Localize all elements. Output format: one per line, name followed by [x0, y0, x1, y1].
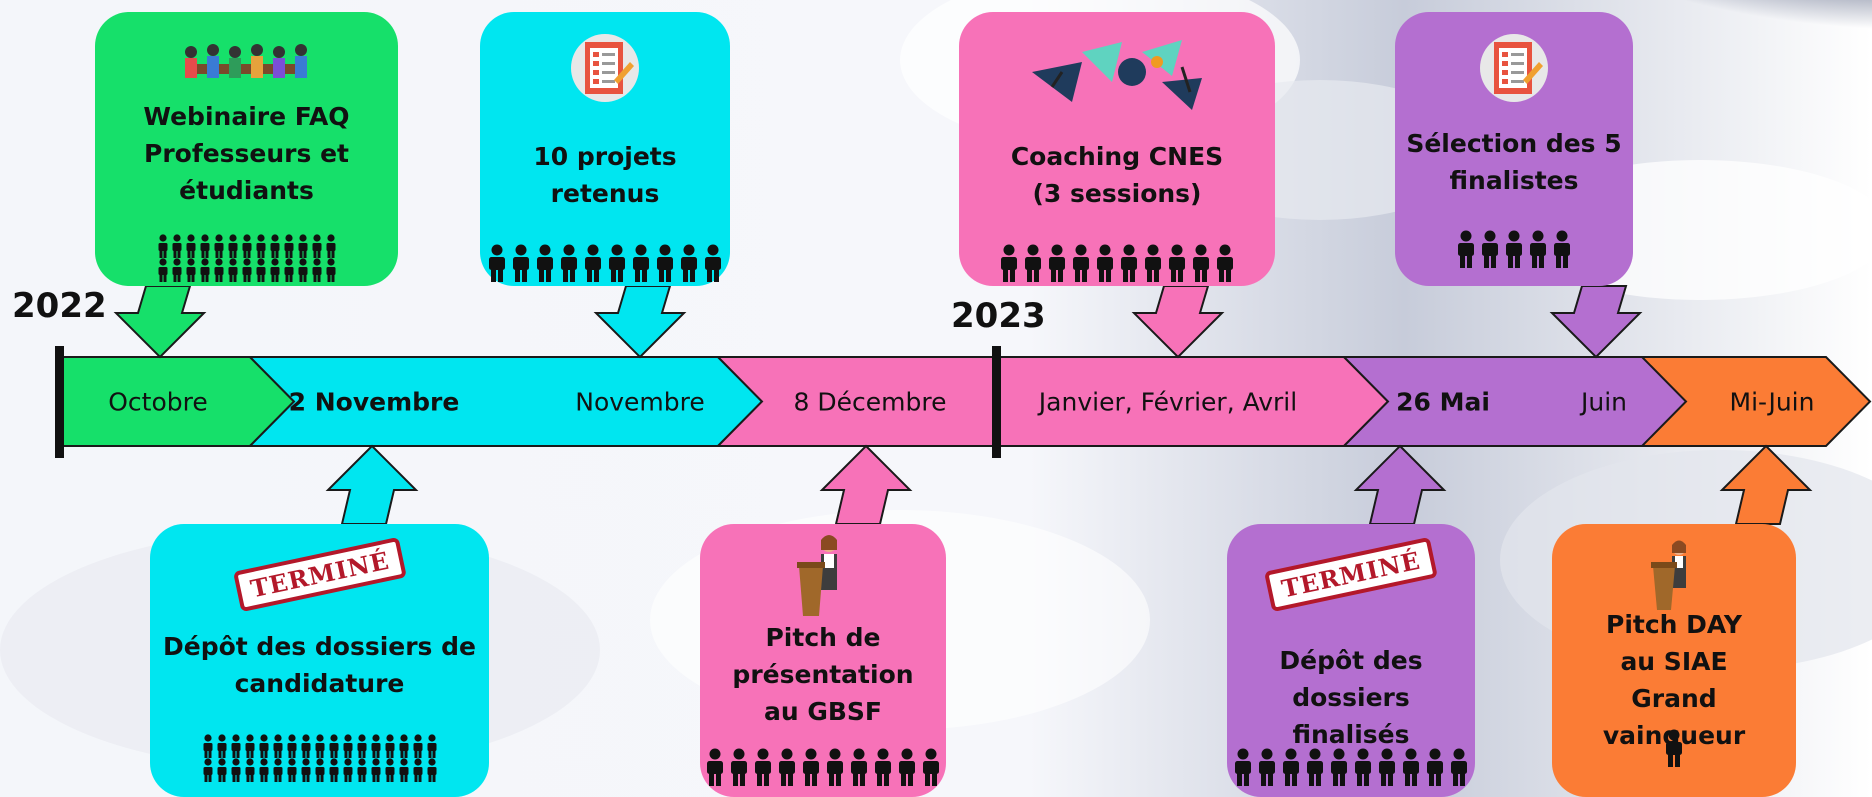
card-line: Coaching CNES [1010, 142, 1224, 171]
card-line: Dépôt des dossiers de [163, 632, 476, 661]
card-line: étudiants [179, 176, 314, 205]
timeline-month-label: 8 Décembre [793, 387, 947, 416]
timeline-month-label: Mi-Juin [1729, 387, 1815, 416]
card-line: retenus [550, 179, 660, 208]
year-tick [992, 346, 1001, 458]
card-line: candidature [234, 669, 405, 698]
person-icon [203, 758, 436, 782]
checklist-icon [1480, 34, 1548, 102]
up-arrow-icon [325, 444, 419, 525]
up-arrow-icon [1353, 444, 1447, 525]
person-icon [1458, 230, 1570, 268]
bottom-card-depot-finalises: TERMINÉ Dépôt des dossiers finalisés [1227, 524, 1475, 797]
timeline-month-label: 2 Novembre [288, 387, 460, 416]
terminated-stamp-icon: TERMINÉ [1264, 536, 1438, 613]
top-card-coaching-cnes: Coaching CNES (3 sessions) [959, 12, 1275, 286]
people-icons [1395, 230, 1633, 268]
card-line: au SIAE [1620, 647, 1728, 676]
bottom-card-depot-candidature: TERMINÉ Dépôt des dossiers de candidature [150, 524, 489, 797]
people-icons [480, 244, 730, 282]
card-line: Dépôt des [1279, 646, 1423, 675]
card-line: 10 projets [533, 142, 677, 171]
timeline-month-label: Juin [1580, 387, 1628, 416]
person-icon [158, 258, 335, 282]
top-card-webinaire: Webinaire FAQ Professeurs et étudiants [95, 12, 398, 286]
card-line: présentation [732, 660, 914, 689]
meeting-people-icon [184, 44, 307, 78]
speaker-podium-icon [797, 535, 837, 616]
person-icon [1001, 244, 1233, 282]
card-line: dossiers finalisés [1292, 683, 1410, 749]
top-card-projets-retenus: 10 projets retenus [480, 12, 730, 286]
people-icons [700, 748, 946, 786]
timeline-month-label: Janvier, Février, Avril [1038, 387, 1298, 416]
card-line: Pitch de [765, 623, 881, 652]
year-tick [55, 346, 64, 458]
person-icon [158, 234, 335, 258]
people-icons [959, 244, 1275, 282]
terminated-stamp-icon: TERMINÉ [232, 536, 407, 613]
card-line: Pitch DAY [1606, 610, 1742, 639]
card-line: finalistes [1449, 166, 1579, 195]
people-icons [95, 234, 398, 282]
year-mid-label: 2023 [951, 296, 1046, 336]
card-line: (3 sessions) [1032, 179, 1202, 208]
up-arrow-icon [1719, 444, 1813, 525]
person-icon [489, 244, 721, 282]
timeline-segment [1639, 356, 1872, 447]
up-arrow-icon [819, 444, 913, 525]
people-icons [1227, 748, 1475, 786]
timeline-month-label: Novembre [575, 387, 705, 416]
down-arrow-icon [1549, 285, 1643, 359]
person-icon [1666, 729, 1682, 767]
card-line: Webinaire FAQ [143, 102, 350, 131]
bottom-card-pitch-day: Pitch DAY au SIAE Grand vainqueur [1552, 524, 1796, 797]
person-icon [707, 748, 939, 786]
bottom-card-pitch-gbsf: Pitch de présentation au GBSF [700, 524, 946, 797]
card-line: Professeurs et [144, 139, 349, 168]
timeline-month-label: Octobre [108, 387, 208, 416]
speaker-podium-icon [1651, 540, 1686, 610]
down-arrow-icon [1131, 285, 1225, 359]
top-card-selection-finalistes: Sélection des 5 finalistes [1395, 12, 1633, 286]
card-line: Grand vainqueur [1603, 684, 1745, 750]
coaching-shapes-icon [1032, 40, 1202, 110]
card-line: Sélection des 5 [1406, 129, 1622, 158]
people-icons [150, 734, 489, 782]
card-line: au GBSF [763, 697, 883, 726]
person-icon [203, 734, 436, 758]
timeline-month-label: 26 Mai [1396, 387, 1490, 416]
person-icon [1235, 748, 1467, 786]
checklist-icon [571, 34, 639, 102]
down-arrow-icon [113, 285, 207, 359]
people-icons [1552, 729, 1796, 767]
down-arrow-icon [593, 285, 687, 359]
year-start-label: 2022 [12, 286, 107, 326]
